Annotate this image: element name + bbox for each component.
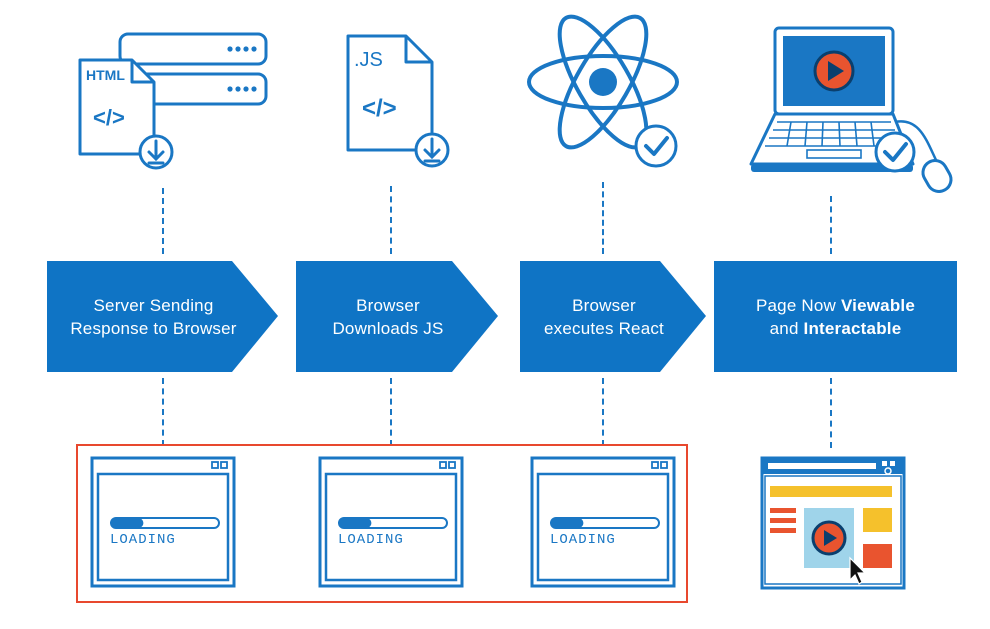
connector-2-top [390, 186, 392, 254]
react-atom-icon [527, 14, 679, 168]
laptop-play-icon [749, 26, 953, 193]
html-server-icon: HTML </> [78, 32, 268, 170]
loaded-webpage-icon [760, 456, 906, 590]
step-2-shape [296, 261, 498, 372]
js-file-icon: .JS </> [346, 34, 450, 168]
loading-window-3 [530, 456, 676, 588]
loading-group-highlight [76, 444, 688, 603]
connector-4-top [830, 196, 832, 254]
connector-2-bottom [390, 378, 392, 446]
js-file-label: .JS [354, 49, 383, 71]
connector-3-top [602, 182, 604, 254]
loading-window-2 [318, 456, 464, 588]
step-1-shape [47, 261, 278, 372]
connector-3-bottom [602, 378, 604, 446]
loading-label-1: LOADING [110, 532, 176, 548]
loading-label-2: LOADING [338, 532, 404, 548]
step-4-shape [714, 261, 957, 372]
connector-1-bottom [162, 378, 164, 446]
connector-4-bottom [830, 378, 832, 448]
js-code-glyph: </> [362, 95, 397, 122]
connector-1-top [162, 188, 164, 254]
loading-label-3: LOADING [550, 532, 616, 548]
html-code-glyph: </> [93, 105, 125, 130]
step-3-shape [520, 261, 706, 372]
loading-window-1 [90, 456, 236, 588]
html-file-label: HTML [86, 67, 125, 83]
